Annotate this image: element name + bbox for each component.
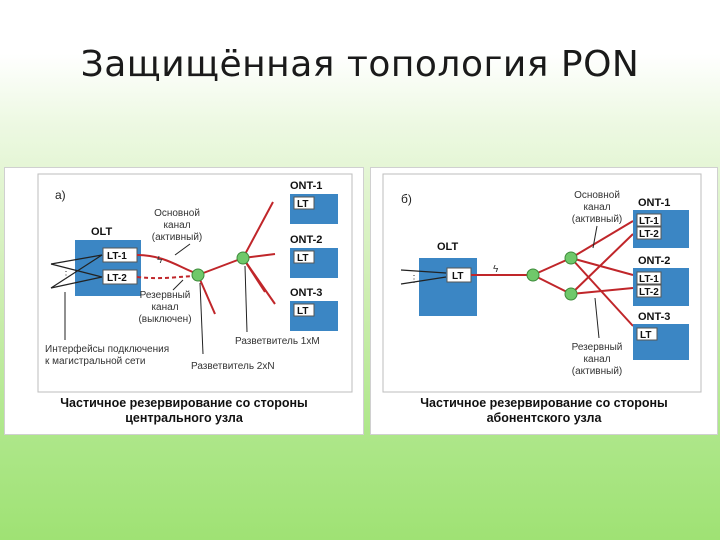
backup-channel-label-1: Резервный bbox=[572, 342, 623, 353]
olt-box bbox=[419, 258, 477, 316]
main-channel-label-2: канал bbox=[583, 202, 610, 213]
ellipsis-mark: ⋮ bbox=[61, 270, 71, 281]
ont2-lt-label: LT bbox=[297, 253, 308, 264]
splitter-2xn bbox=[191, 268, 205, 282]
diagram-panel-subscriber: б) OLT LT ⋮ ϟ ONT-1 LT-1 LT-2 ONT-2 LT- bbox=[370, 167, 718, 435]
backup-channel-label-3: (выключен) bbox=[138, 314, 191, 325]
ont3-lt bbox=[636, 327, 658, 341]
ont2-lt1 bbox=[636, 271, 662, 285]
splitter-lower bbox=[564, 287, 578, 301]
splitter-link bbox=[197, 257, 244, 276]
backup-channel-label-1: Резервный bbox=[140, 290, 191, 301]
diagram-central-redundancy: а) OLT LT-1 LT-2 ⋮ ϟ ONT-1 LT ONT-2 bbox=[37, 173, 353, 393]
ont1-label: ONT-1 bbox=[638, 197, 670, 209]
backup-channel-pointer bbox=[172, 279, 184, 291]
lt2-label: LT-2 bbox=[107, 273, 127, 284]
ont1-label: ONT-1 bbox=[290, 180, 322, 192]
backup-channel-label-2: канал bbox=[151, 302, 178, 313]
ont1-lt2-label: LT-2 bbox=[639, 229, 659, 240]
caption-central: Частичное резервирование со стороны цент… bbox=[5, 396, 363, 426]
backup-channel-label-2: канал bbox=[583, 354, 610, 365]
splitter-2xn-pointer bbox=[199, 282, 204, 355]
main-channel-label-3: (активный) bbox=[152, 232, 202, 243]
interfaces-label-1: Интерфейсы подключения bbox=[45, 343, 169, 355]
splitter-1xm-pointer bbox=[244, 265, 248, 333]
splitter-1xm bbox=[236, 251, 250, 265]
ont1-lt bbox=[293, 196, 315, 210]
splitter-1xm-label: Разветвитель 1хМ bbox=[235, 336, 320, 347]
fiber-branch bbox=[197, 274, 216, 315]
caption-subscriber-line-2: абонентского узла bbox=[486, 411, 602, 425]
main-channel-pointer bbox=[174, 243, 191, 256]
ont2-lt2 bbox=[636, 284, 662, 298]
ont3-label: ONT-3 bbox=[290, 287, 322, 299]
main-channel-label-2: канал bbox=[163, 220, 190, 231]
backup-channel-pointer bbox=[594, 297, 600, 339]
panel-tag: б) bbox=[401, 192, 412, 206]
ont2-lt2-label: LT-2 bbox=[639, 287, 659, 298]
ont3-label: ONT-3 bbox=[638, 311, 670, 323]
main-branch bbox=[532, 257, 572, 276]
ellipsis-mark: ⋮ bbox=[409, 274, 419, 285]
fiber-ont1 bbox=[242, 201, 274, 259]
ont2-lt1-label: LT-1 bbox=[639, 274, 659, 285]
main-channel-label-3: (активный) bbox=[572, 214, 622, 225]
fiber-break-icon: ϟ bbox=[493, 264, 499, 275]
splitter-2xn-label: Разветвитель 2хN bbox=[191, 361, 275, 372]
ont3-lt-label: LT bbox=[297, 306, 308, 317]
diagram-subscriber-redundancy: б) OLT LT ⋮ ϟ ONT-1 LT-1 LT-2 ONT-2 LT- bbox=[382, 173, 702, 393]
ont1-lt-label: LT bbox=[297, 199, 308, 210]
trunk-arrow-1 bbox=[400, 269, 447, 274]
interfaces-label-2: к магистральной сети bbox=[45, 356, 145, 367]
main-channel-label-1: Основной bbox=[154, 208, 200, 219]
trunk-arrow-2 bbox=[50, 263, 103, 278]
olt-label: OLT bbox=[437, 241, 458, 253]
caption-subscriber: Частичное резервирование со стороны абон… bbox=[371, 396, 717, 426]
backup-channel-label-3: (активный) bbox=[572, 366, 622, 377]
ont2-label: ONT-2 bbox=[638, 255, 670, 267]
lt1-label: LT-1 bbox=[107, 251, 127, 262]
fiber-break-icon: ϟ bbox=[157, 255, 163, 266]
caption-central-line-2: центрального узла bbox=[125, 411, 243, 425]
ont3-lt-label: LT bbox=[640, 330, 651, 341]
panel-tag: а) bbox=[55, 188, 66, 202]
ont1-lt1 bbox=[636, 213, 662, 227]
ont3-lt bbox=[293, 303, 315, 317]
main-channel-label-1: Основной bbox=[574, 190, 620, 201]
splitter-upper bbox=[564, 251, 578, 265]
trunk-arrow-4 bbox=[50, 254, 103, 289]
trunk-arrow-3 bbox=[50, 276, 103, 289]
fiber-ont2-lt2 bbox=[570, 287, 634, 295]
splitter-main bbox=[526, 268, 540, 282]
ont1-lt1-label: LT-1 bbox=[639, 216, 659, 227]
olt-label: OLT bbox=[91, 226, 112, 238]
ont2-label: ONT-2 bbox=[290, 234, 322, 246]
trunk-arrow-1 bbox=[50, 254, 103, 265]
trunk-arrow-2 bbox=[400, 276, 447, 285]
ont2-lt bbox=[293, 250, 315, 264]
diagram-panel-central: а) OLT LT-1 LT-2 ⋮ ϟ ONT-1 LT ONT-2 bbox=[4, 167, 364, 435]
lt-port-label: LT bbox=[452, 271, 463, 282]
backup-branch bbox=[532, 274, 572, 295]
caption-central-line-1: Частичное резервирование со стороны bbox=[60, 396, 308, 410]
ont1-lt2 bbox=[636, 226, 662, 240]
fiber-ont1-lt2 bbox=[570, 233, 634, 295]
slide-title: Защищённая топология PON bbox=[80, 44, 640, 85]
caption-subscriber-line-1: Частичное резервирование со стороны bbox=[420, 396, 668, 410]
fiber-ont2-lt1 bbox=[570, 257, 634, 276]
fiber-branch-2 bbox=[242, 257, 266, 293]
fiber-ont1-lt1 bbox=[570, 220, 634, 259]
main-channel-pointer bbox=[592, 225, 598, 249]
